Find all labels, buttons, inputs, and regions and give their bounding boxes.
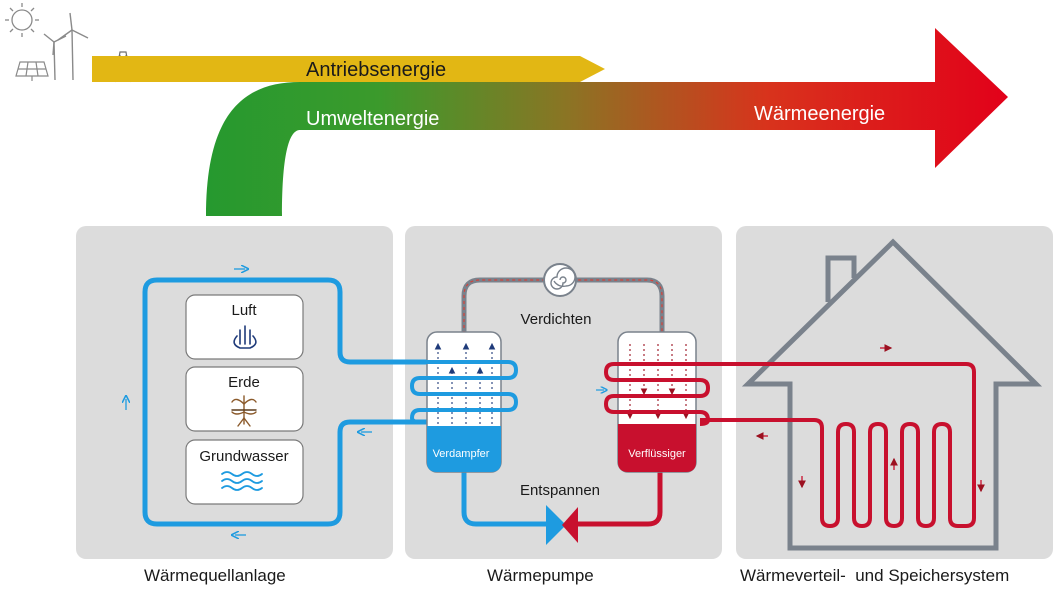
source-loop xyxy=(142,277,463,527)
expand-label: Entspannen xyxy=(520,482,600,499)
drive-energy-label: Antriebsenergie xyxy=(306,59,446,81)
drive-energy-arrow xyxy=(92,56,605,82)
environment-energy-label: Umweltenergie xyxy=(306,108,439,130)
solar-panel-icon xyxy=(15,61,49,81)
environment-energy-arrow xyxy=(206,28,1008,216)
earth-source-label: Erde xyxy=(228,374,260,391)
air-source-label: Luft xyxy=(231,302,257,319)
heating-circuit xyxy=(700,362,976,528)
heating-flow-arrows xyxy=(755,344,985,493)
air-icon xyxy=(233,325,257,349)
expansion-valve-icon xyxy=(546,505,578,545)
water-icon xyxy=(221,471,263,491)
plant-icon xyxy=(231,395,257,427)
heat-pump-title: Wärmepumpe xyxy=(487,566,594,585)
wind-turbine-icon xyxy=(43,12,89,81)
house-outline xyxy=(741,238,1043,551)
compress-label: Verdichten xyxy=(521,311,592,328)
sun-icon xyxy=(5,3,39,37)
evaporator-label: Verdampfer xyxy=(433,448,490,460)
heat-source-title: Wärmequellanlage xyxy=(144,566,286,585)
compressor-icon xyxy=(543,263,577,297)
heat-pump-panel xyxy=(405,226,722,559)
groundwater-source-label: Grundwasser xyxy=(199,448,288,465)
distribution-title: Wärmeverteil- und Speichersystem xyxy=(740,566,1010,585)
condenser-label: Verflüssiger xyxy=(628,448,686,460)
condenser xyxy=(596,331,711,473)
distribution-panel xyxy=(736,226,1053,559)
evaporator xyxy=(409,331,519,473)
source-flow-arrows xyxy=(126,269,372,535)
heat-energy-label: Wärmeenergie xyxy=(754,103,885,125)
